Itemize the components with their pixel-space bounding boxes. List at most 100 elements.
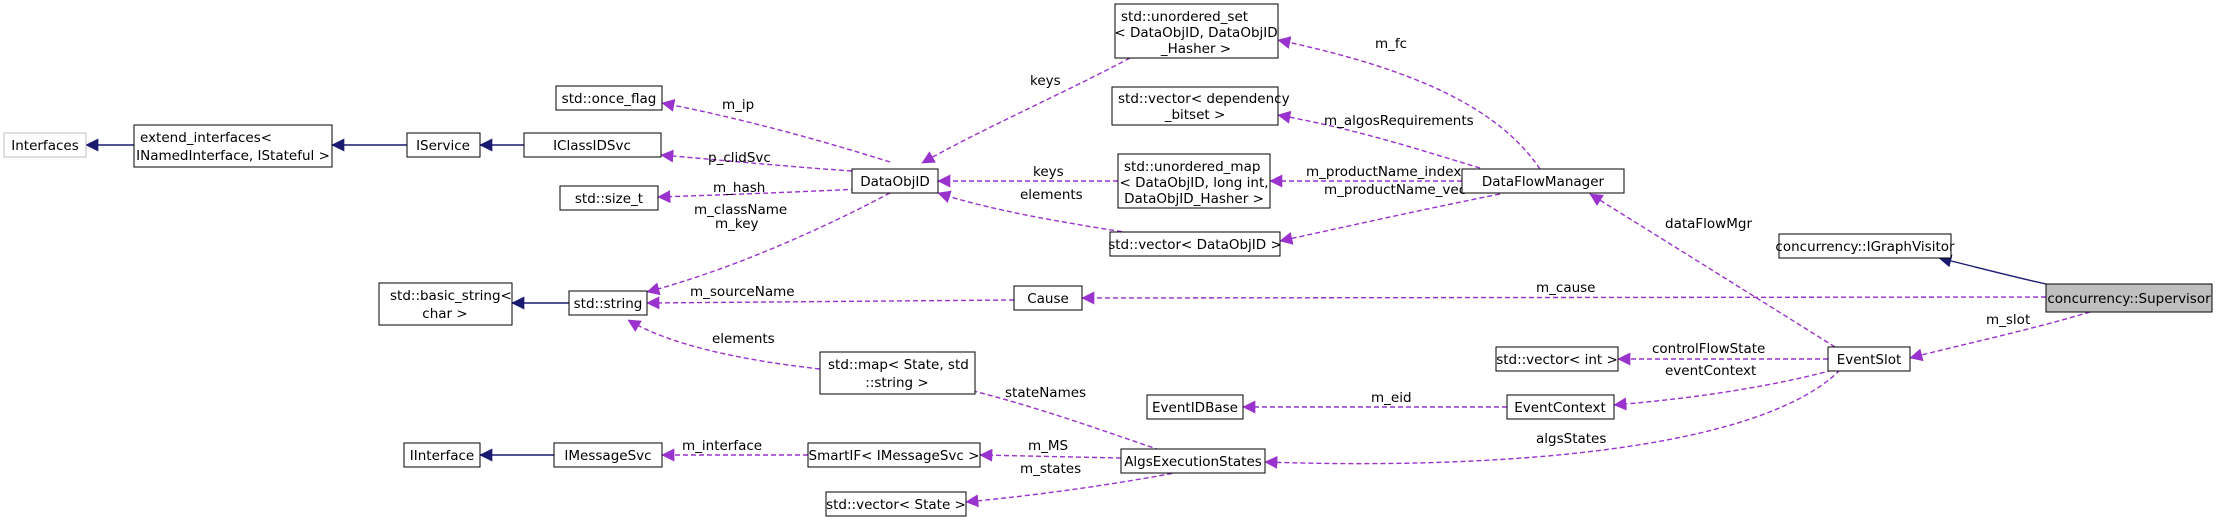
edge-unordered-set-to-dataobjid <box>921 57 1131 164</box>
node-map-state-label-1: std::map< State, std <box>828 357 969 373</box>
node-iclassidsvc-label: IClassIDSvc <box>553 138 631 154</box>
node-algsexecutionstates[interactable]: AlgsExecutionStates <box>1120 448 1266 474</box>
label-m-sourcename: m_sourceName <box>690 284 795 300</box>
edge-supervisor-to-eventslot <box>1909 311 2091 362</box>
edge-supervisor-to-cause <box>1081 291 2047 305</box>
edge-dataflowmanager-to-unordered-set <box>1277 36 1541 170</box>
edge-algsexecutionstates-to-smartif <box>979 448 1122 462</box>
label-m-classname: m_className <box>694 202 787 218</box>
node-interfaces[interactable]: Interfaces <box>3 132 87 158</box>
node-unordered-set-label-3: _Hasher > <box>1160 41 1231 57</box>
node-dataobjid[interactable]: DataObjID <box>851 168 939 194</box>
label-statenames: stateNames <box>1005 385 1086 401</box>
edge-dataobjid-to-string <box>646 192 891 296</box>
node-vector-int-label: std::vector< int > <box>1496 352 1618 368</box>
node-cause[interactable]: Cause <box>1013 285 1083 311</box>
node-igraphvisitor[interactable]: concurrency::IGraphVisitor <box>1775 233 1955 259</box>
node-dataobjid-label: DataObjID <box>860 174 930 190</box>
edge-dataflowmanager-to-vector-bitset <box>1277 110 1481 169</box>
node-unordered-map[interactable]: std::unordered_map < DataObjID, long int… <box>1117 153 1271 209</box>
node-size-t[interactable]: std::size_t <box>559 185 659 211</box>
node-vector-state[interactable]: std::vector< State > <box>825 491 967 517</box>
node-unordered-map-label-2: < DataObjID, long int, <box>1119 175 1268 191</box>
label-algsstates: algsStates <box>1536 431 1606 447</box>
node-cause-label: Cause <box>1027 291 1069 307</box>
node-vector-dataobjid[interactable]: std::vector< DataObjID > <box>1108 231 1282 257</box>
edge-cause-to-string <box>646 296 1015 310</box>
node-map-state-label-2: ::string > <box>865 375 928 391</box>
node-size-t-label: std::size_t <box>575 191 643 207</box>
edge-eventslot-to-dataflowmanager <box>1589 193 1836 348</box>
label-controlflowstate: controlFlowState <box>1652 341 1765 357</box>
label-m-key: m_key <box>715 216 759 232</box>
node-basic-string-label-2: char > <box>422 306 467 322</box>
label-keys-map: keys <box>1033 164 1064 180</box>
edge-algsexecutionstates-to-vector-state <box>965 471 1181 508</box>
node-iservice-label: IService <box>416 138 470 154</box>
label-m-interface: m_interface <box>682 438 762 454</box>
node-eventcontext[interactable]: EventContext <box>1506 394 1615 420</box>
edge-map-state-to-string <box>627 319 821 370</box>
node-dataflowmanager[interactable]: DataFlowManager <box>1461 168 1625 194</box>
node-eventslot-label: EventSlot <box>1837 352 1902 368</box>
label-m-states: m_states <box>1020 461 1081 477</box>
node-eventslot[interactable]: EventSlot <box>1827 346 1911 372</box>
label-eventcontext: eventContext <box>1665 363 1756 379</box>
node-iinterface[interactable]: IInterface <box>403 442 481 468</box>
node-smartif-label: SmartIF< IMessageSvc > <box>809 448 980 464</box>
node-vector-int[interactable]: std::vector< int > <box>1495 346 1619 372</box>
node-extend-interfaces-label-1: extend_interfaces< <box>140 130 272 146</box>
label-keys-set: keys <box>1030 73 1061 89</box>
label-dataflowmgr: dataFlowMgr <box>1665 216 1752 232</box>
node-imessagesvc[interactable]: IMessageSvc <box>553 442 663 468</box>
label-m-fc: m_fc <box>1375 36 1407 52</box>
edge-dataobjid-to-size-t <box>657 187 881 204</box>
node-smartif[interactable]: SmartIF< IMessageSvc > <box>807 442 981 468</box>
label-m-productname-index-map: m_productName_index_map <box>1306 164 1498 180</box>
node-iservice[interactable]: IService <box>406 132 481 158</box>
node-iclassidsvc[interactable]: IClassIDSvc <box>523 132 662 158</box>
node-string[interactable]: std::string <box>568 290 648 316</box>
node-vector-bitset-label-2: _bitset > <box>1164 107 1226 123</box>
node-vector-state-label: std::vector< State > <box>826 497 966 513</box>
node-unordered-map-label-1: std::unordered_map <box>1124 159 1260 175</box>
node-algsexecutionstates-label: AlgsExecutionStates <box>1124 454 1262 470</box>
node-supervisor[interactable]: concurrency::Supervisor <box>2045 283 2213 313</box>
node-unordered-map-label-3: DataObjID_Hasher > <box>1124 191 1264 207</box>
node-vector-dataobjid-label: std::vector< DataObjID > <box>1108 237 1282 253</box>
label-m-ip: m_ip <box>722 97 754 113</box>
node-string-label: std::string <box>574 296 643 312</box>
label-m-eid: m_eid <box>1371 390 1412 406</box>
node-interfaces-label: Interfaces <box>11 138 78 154</box>
label-m-ms: m_MS <box>1028 438 1068 454</box>
node-basic-string[interactable]: std::basic_string< char > <box>378 282 513 326</box>
node-supervisor-label: concurrency::Supervisor <box>2047 291 2211 307</box>
node-eventidbase[interactable]: EventIDBase <box>1146 394 1244 420</box>
node-map-state[interactable]: std::map< State, std ::string > <box>819 351 976 395</box>
edge-supervisor-to-igraphvisitor <box>1938 254 2047 285</box>
label-m-cause: m_cause <box>1536 280 1596 296</box>
edge-dataobjid-to-iclassidsvc <box>660 149 853 172</box>
node-basic-string-label-1: std::basic_string< <box>390 288 512 304</box>
node-once-flag[interactable]: std::once_flag <box>555 85 663 111</box>
node-vector-bitset-label-1: std::vector< dependency <box>1118 91 1290 107</box>
node-once-flag-label: std::once_flag <box>562 91 657 107</box>
edge-dataobjid-to-once-flag <box>661 98 891 163</box>
node-imessagesvc-label: IMessageSvc <box>564 448 651 464</box>
label-elements-vec: elements <box>1020 187 1083 203</box>
node-eventidbase-label: EventIDBase <box>1152 400 1238 416</box>
node-extend-interfaces[interactable]: extend_interfaces< INamedInterface, ISta… <box>133 124 333 168</box>
label-m-productname-vec: m_productName_vec <box>1324 182 1466 198</box>
label-m-hash: m_hash <box>713 180 765 196</box>
label-p-clidsvc: p_clidSvc <box>708 150 771 166</box>
node-iinterface-label: IInterface <box>410 448 474 464</box>
edge-vector-dataobjid-to-dataobjid <box>937 190 1131 234</box>
node-dataflowmanager-label: DataFlowManager <box>1482 174 1605 190</box>
node-igraphvisitor-label: concurrency::IGraphVisitor <box>1775 239 1955 255</box>
node-unordered-set[interactable]: std::unordered_set < DataObjID, DataObjI… <box>1114 3 1279 59</box>
label-elements-map: elements <box>712 331 775 347</box>
node-unordered-set-label-2: < DataObjID, DataObjID <box>1114 25 1277 41</box>
edge-eventslot-to-eventcontext <box>1613 367 1841 411</box>
node-vector-bitset[interactable]: std::vector< dependency _bitset > <box>1111 86 1290 126</box>
